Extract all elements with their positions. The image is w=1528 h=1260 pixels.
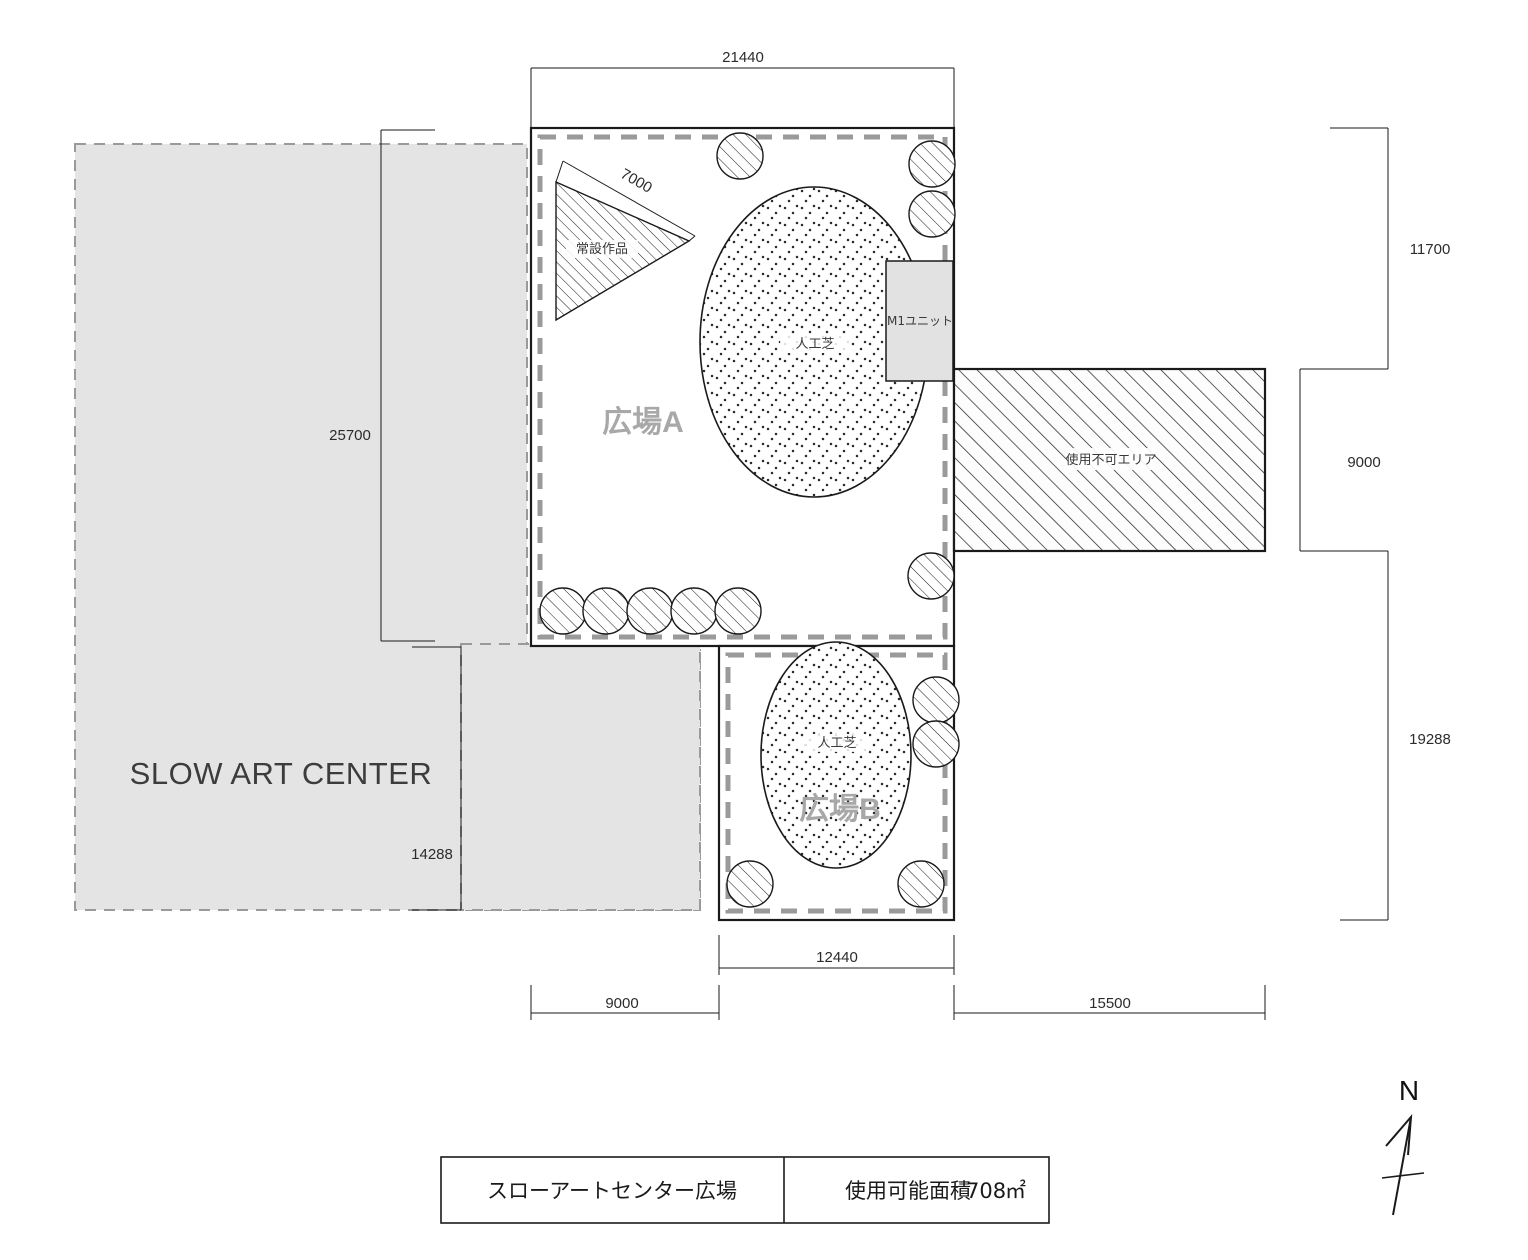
turf-label-plaza-b: 人工芝 [817, 735, 856, 751]
planter-circle [912, 720, 960, 768]
permanent-artwork-label: 常設作品 [576, 241, 628, 257]
dimension-bottom-right-value: 15500 [1089, 995, 1131, 1012]
turf-ellipse-plaza-a: 人工芝 [699, 186, 929, 498]
planter-circle [726, 860, 774, 908]
dimension-center-bottom: 14288 [404, 646, 462, 911]
dimension-bottom-left-value: 9000 [605, 995, 638, 1012]
planter-circle [582, 587, 630, 635]
title-block-area-unit: ㎡ [1005, 1179, 1026, 1203]
dimension-center-bottom-value: 14288 [411, 846, 453, 863]
restricted-area: 使用不可エリア [952, 367, 1267, 553]
north-arrow: N [1381, 1075, 1425, 1216]
dimension-left-center-value: 25700 [329, 427, 371, 444]
dimension-left-center: 25700 [322, 129, 435, 642]
dimension-bottom-right: 15500 [953, 985, 1266, 1020]
turf-ellipse-plaza-b: 人工芝 [760, 641, 912, 869]
plaza-b-label: 広場B [799, 793, 881, 826]
dimension-top-value: 21440 [722, 49, 764, 66]
planter-circle [626, 587, 674, 635]
turf-label-plaza-a: 人工芝 [795, 336, 834, 352]
m1-unit-label: M1ユニット [887, 314, 953, 328]
slow-art-center-label: SLOW ART CENTER [130, 756, 433, 791]
dimension-right-lower-value: 19288 [1409, 731, 1451, 748]
planter-circle [897, 860, 945, 908]
planter-circles-plaza-b [726, 676, 960, 908]
planter-circle [912, 676, 960, 724]
dimension-top: 21440 [530, 45, 955, 128]
planter-circle [714, 587, 762, 635]
m1-unit-box: M1ユニット [885, 260, 954, 382]
planter-circle [907, 552, 955, 600]
dimension-right-upper-value: 11700 [1410, 241, 1451, 258]
planter-circle [908, 140, 956, 188]
restricted-area-label: 使用不可エリア [1065, 452, 1156, 468]
title-block-name: スローアートセンター広場 [487, 1179, 737, 1203]
dimension-bottom-plaza-b-value: 12440 [816, 949, 858, 966]
title-block-area-value: 708 [966, 1179, 1006, 1203]
title-block: スローアートセンター広場 使用可能面積 708 ㎡ [440, 1156, 1050, 1224]
dimension-bottom-plaza-b: 12440 [718, 935, 955, 975]
plaza-a-label: 広場A [602, 406, 684, 439]
title-block-area-label: 使用可能面積 [845, 1179, 971, 1203]
dimension-bottom-left: 9000 [530, 985, 720, 1020]
planter-circle [670, 587, 718, 635]
planter-circle [908, 190, 956, 238]
north-arrow-label: N [1399, 1075, 1419, 1106]
planter-circles-plaza-a [539, 132, 956, 635]
dimension-right-lower: 19288 [1340, 550, 1451, 921]
planter-circle [716, 132, 764, 180]
dimension-right-middle-value: 9000 [1347, 454, 1380, 471]
dimension-right-upper: 11700 [1330, 127, 1451, 370]
dimension-right-middle: 9000 [1299, 368, 1381, 552]
planter-circle [539, 587, 587, 635]
